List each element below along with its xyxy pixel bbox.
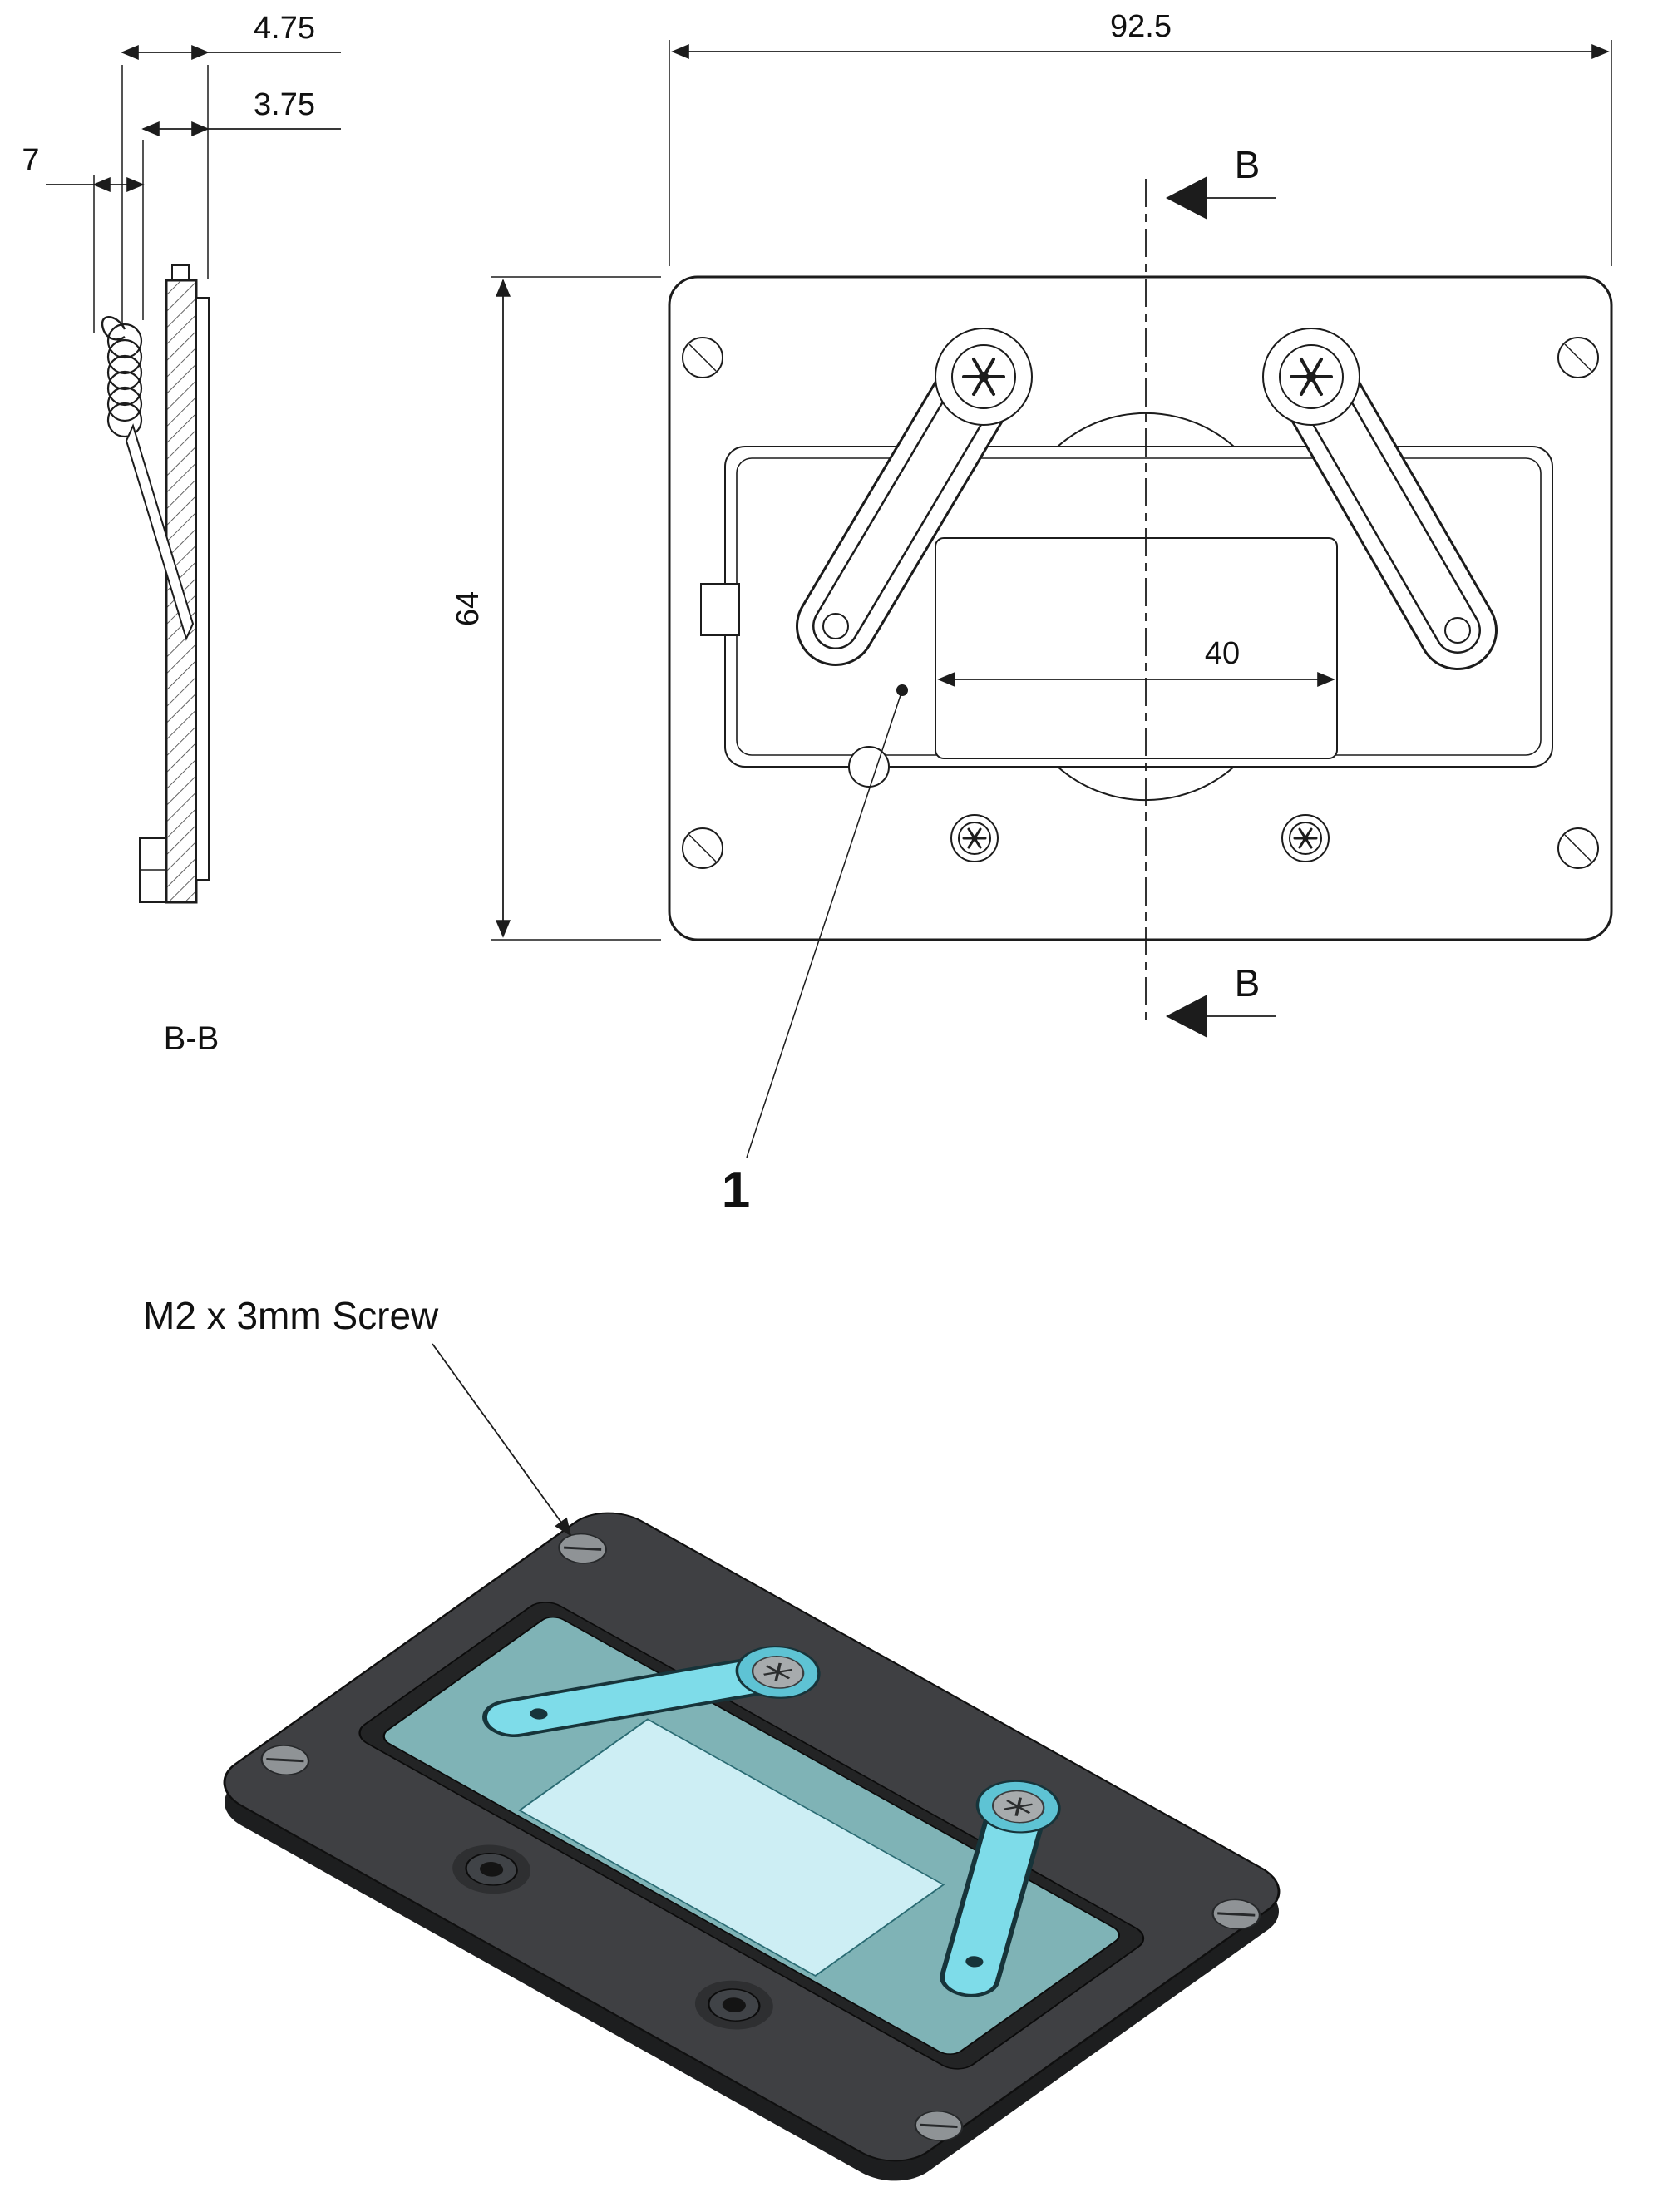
section-arrow-bottom-label: B <box>1235 961 1261 1005</box>
dim-window-width-text: 40 <box>1205 636 1240 671</box>
dim-total-thickness-text: 4.75 <box>254 11 315 46</box>
connector-window <box>935 537 1338 759</box>
lever-left-tip-hole <box>822 613 849 639</box>
iso-lever-left-arm <box>486 1656 804 1735</box>
screw-slot-icon <box>1564 343 1592 372</box>
screw-slot-icon <box>564 1546 602 1551</box>
iso-lever-left <box>482 1645 821 1738</box>
top-tab <box>171 264 190 281</box>
dim-clip-depth-text: 7 <box>22 143 39 178</box>
lever-right-tip-hole <box>1444 617 1471 644</box>
side-relief-notch <box>700 583 740 636</box>
section-arrow-top-label: B <box>1235 143 1261 186</box>
torx-icon <box>1004 1797 1034 1816</box>
section-arrow-icon <box>1166 995 1207 1038</box>
side-section-view: 4.75 3.75 7 B-B <box>22 11 341 1057</box>
corner-screw-bottom-right <box>1557 827 1599 869</box>
lever-left <box>796 328 1033 666</box>
spring-coil <box>106 323 143 438</box>
screw-slot-icon <box>688 343 717 372</box>
iso-corner-screw-bottom-right <box>914 2111 964 2141</box>
iso-lever-right-tip-hole <box>965 1956 984 1968</box>
torx-icon <box>1290 358 1333 396</box>
screw-slot-icon <box>920 2123 958 2129</box>
spring-hook <box>101 316 126 341</box>
front-view: 40 <box>451 9 1613 1219</box>
top-relief-arc <box>1057 412 1235 447</box>
section-arrow-top: B <box>1166 143 1276 220</box>
dim-plate-thickness: 3.75 <box>141 87 341 320</box>
screw-slot-icon <box>688 834 717 862</box>
dim-clip-depth: 7 <box>22 143 145 333</box>
clip-arm <box>125 423 195 641</box>
corner-screw-bottom-left <box>682 827 723 869</box>
section-arrow-icon <box>1166 176 1207 220</box>
iso-lever-right-arm <box>944 1790 1044 1994</box>
screw-note-text: M2 x 3mm Screw <box>143 1294 439 1337</box>
part-callout: 1 <box>722 684 908 1219</box>
screw-slot-icon <box>266 1757 304 1763</box>
plate-flange <box>195 297 210 881</box>
dim-overall-height: 64 <box>451 276 661 941</box>
iso-corner-screw-top-right <box>1211 1898 1261 1930</box>
screw-slot-icon <box>1564 834 1592 862</box>
section-view-label: B-B <box>164 1020 220 1057</box>
screw-annotation: M2 x 3mm Screw <box>143 1294 572 1537</box>
torx-icon <box>962 358 1005 396</box>
lever-right <box>1262 328 1498 670</box>
isometric-view: M2 x 3mm Screw <box>143 1294 1281 2181</box>
corner-screw-top-right <box>1557 337 1599 378</box>
relief-scallop <box>848 746 890 788</box>
dim-overall-width-text: 92.5 <box>1110 9 1172 44</box>
iso-counterbore-right <box>694 1980 773 2030</box>
torx-icon <box>763 1662 793 1682</box>
iso-lever-left-tip-hole <box>530 1708 548 1720</box>
section-arrow-bottom: B <box>1166 961 1276 1038</box>
dim-overall-width: 92.5 <box>669 9 1612 266</box>
screw-leader-line <box>432 1343 572 1537</box>
corner-screw-top-left <box>682 337 723 378</box>
iso-connector-window <box>518 1718 945 1977</box>
dim-total-thickness: 4.75 <box>121 11 341 324</box>
torx-screw-left <box>950 814 999 862</box>
leader-dot-icon <box>896 684 908 696</box>
torx-screw-right <box>1281 814 1330 862</box>
iso-corner-screw-bottom-left <box>260 1745 310 1775</box>
dim-overall-height-text: 64 <box>451 591 486 626</box>
iso-corner-screw-top-left <box>558 1533 607 1564</box>
part-number: 1 <box>722 1162 750 1219</box>
screw-slot-icon <box>1217 1912 1256 1917</box>
iso-counterbore-left <box>452 1844 531 1894</box>
iso-lever-right <box>940 1780 1061 1997</box>
dim-window-width: 40 <box>937 636 1335 687</box>
dim-plate-thickness-text: 3.75 <box>254 87 315 122</box>
